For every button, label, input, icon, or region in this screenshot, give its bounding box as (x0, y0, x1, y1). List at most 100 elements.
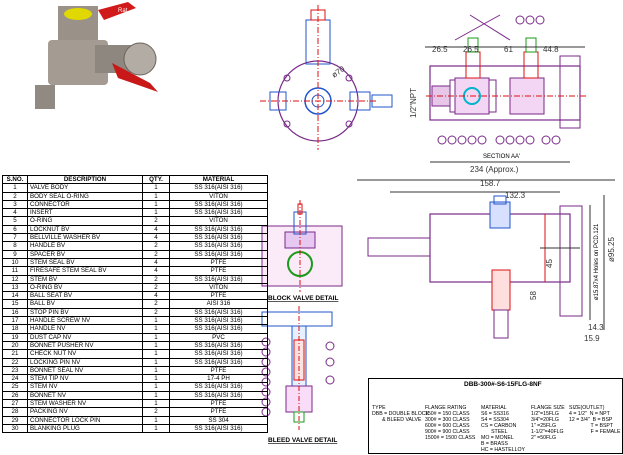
bom-qty: 2 (142, 307, 170, 318)
bom-material: SS 316(AISI 316) (169, 357, 268, 367)
bom-material: PTFE (169, 257, 268, 268)
dim-44-8: 44.8 (543, 45, 559, 54)
bom-qty: 1 (142, 183, 170, 193)
bom-description: BONNET PUSHER NV (27, 340, 143, 351)
bom-description: INSERT (27, 208, 143, 218)
bom-sno: 17 (2, 316, 28, 326)
bom-description: STEM SEAL BV (27, 257, 143, 268)
dim-npt: 1/2"NPT (409, 88, 418, 118)
bom-material: SS 316(AISI 316) (169, 183, 268, 193)
bom-header-material: MATERIAL (169, 174, 268, 185)
bom-qty: 1 (142, 415, 170, 425)
section-callouts (437, 15, 561, 145)
bom-material: SS 316(AISI 316) (169, 274, 268, 284)
bom-material: SS 316(AISI 316) (169, 324, 268, 334)
svg-text:Rat: Rat (118, 8, 128, 14)
ordering-code-title: DBB-300#-S6-15FLG-8NF (464, 381, 542, 388)
bom-qty: 1 (142, 365, 170, 376)
bom-material: SS 316(AISI 316) (169, 199, 268, 210)
bom-sno: 3 (2, 199, 28, 210)
bom-description: BELLVILLE WASHER BV (27, 233, 143, 243)
bom-material: VITON (169, 282, 268, 293)
code-col-flange: FLANGE RATING 150# = 150 CLASS 300# = 30… (425, 405, 476, 441)
bom-sno: 28 (2, 407, 28, 417)
bom-material: PTFE (169, 398, 268, 409)
bom-description: SPACER BV (27, 249, 143, 259)
bom-sno: 21 (2, 349, 28, 359)
bleed-valve-detail (261, 306, 333, 430)
bom-material: SS 316(AISI 316) (169, 349, 268, 359)
bom-qty: 1 (142, 191, 170, 201)
block-valve-caption: BLOCK VALVE DETAIL (268, 295, 338, 302)
bom-sno: 19 (2, 332, 28, 342)
bom-sno: 26 (2, 390, 28, 401)
bom-material: VITON (169, 216, 268, 226)
bom-sno: 7 (2, 233, 28, 243)
bom-material: SS 316(AISI 316) (169, 241, 268, 251)
bom-header-description: DESCRIPTION (27, 174, 143, 185)
bom-description: HANDLE SCREW NV (27, 316, 143, 326)
bom-sno: 8 (2, 241, 28, 251)
dim-132-3: 132.3 (505, 191, 526, 200)
bom-description: BONNET SEAL NV (27, 365, 143, 376)
bom-material: SS 316(AISI 316) (169, 249, 268, 259)
bom-qty: 2 (142, 407, 170, 417)
bom-header-qty: QTY. (142, 174, 170, 185)
bom-material: PVC (169, 332, 268, 342)
bom-sno: 1 (2, 183, 28, 193)
bom-qty: 1 (142, 374, 170, 384)
bom-sno: 13 (2, 282, 28, 293)
bom-sno: 10 (2, 257, 28, 268)
bom-sno: 29 (2, 415, 28, 425)
bom-sno: 4 (2, 208, 28, 218)
section-view (425, 14, 586, 163)
bom-description: LOCKNUT BV (27, 224, 143, 235)
dim-14-3: 14.3 (588, 323, 604, 332)
code-col-material: MATERIAL S6 = SS316 S4 = SS304 CS = CARB… (481, 405, 525, 453)
bom-qty: 1 (142, 398, 170, 409)
bom-qty: 4 (142, 291, 170, 301)
bom-material: AISI 316 (169, 299, 268, 309)
bom-description: BONNET NV (27, 390, 143, 401)
bom-header-sno: S.NO. (2, 174, 28, 185)
bom-material: SS 316(AISI 316) (169, 208, 268, 218)
bom-qty: 1 (142, 382, 170, 392)
bom-qty: 1 (142, 390, 170, 401)
dim-26-5a: 26.5 (432, 45, 448, 54)
bom-material: PTFE (169, 291, 268, 301)
bom-sno: 9 (2, 249, 28, 259)
bom-qty: 4 (142, 224, 170, 235)
bom-material: PTFE (169, 365, 268, 376)
bom-material: SS 316(AISI 316) (169, 316, 268, 326)
bom-description: BLANKING PLUG (27, 423, 143, 434)
bom-sno: 27 (2, 398, 28, 409)
bom-header-row: S.NO. DESCRIPTION QTY. MATERIAL (2, 174, 268, 185)
bom-description: HANDLE NV (27, 324, 143, 334)
bom-material: VITON (169, 191, 268, 201)
bom-qty: 1 (142, 199, 170, 210)
valve-photo: Rat (35, 2, 158, 109)
bom-description: HANDLE BV (27, 241, 143, 251)
